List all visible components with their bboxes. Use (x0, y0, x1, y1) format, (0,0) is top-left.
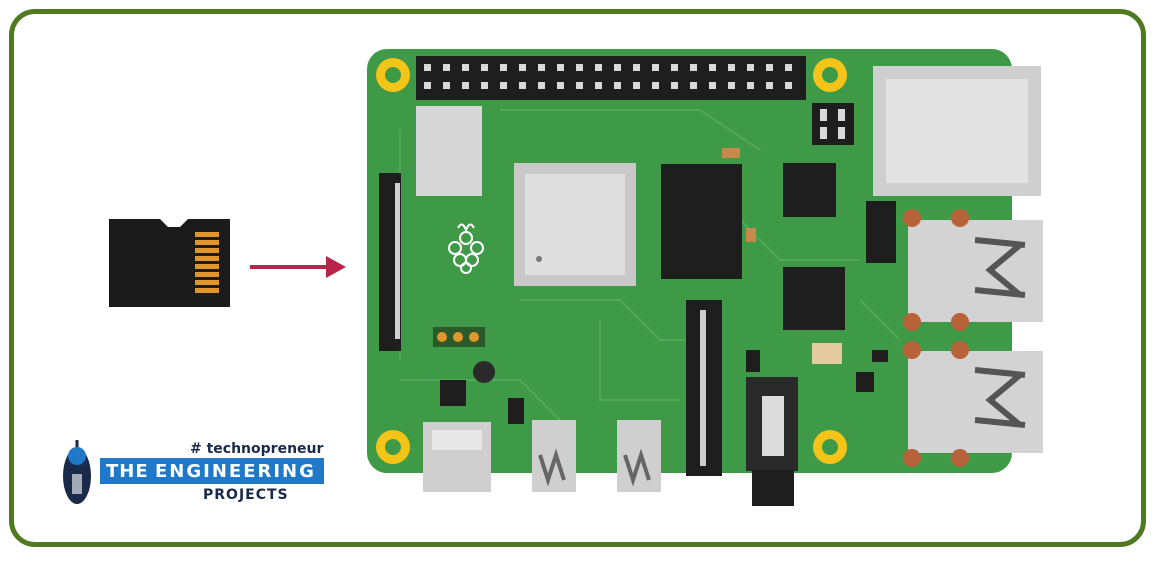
logo-word-engineering: ENGINEERING (147, 458, 324, 484)
gpio-pin (690, 64, 697, 71)
gpio-pin (766, 82, 773, 89)
raspberry-pi-board-icon (367, 49, 1043, 506)
usb-c-power-port (423, 422, 491, 492)
gpio-pin (728, 64, 735, 71)
gpio-pin (709, 64, 716, 71)
gpio-pin (614, 64, 621, 71)
poe-header (812, 103, 854, 145)
usb-port-top (908, 220, 1043, 322)
gpio-pin (500, 64, 507, 71)
gpio-pin (747, 64, 754, 71)
arrow-right-icon (250, 256, 346, 278)
gpio-pin (595, 64, 602, 71)
gpio-pin (671, 82, 678, 89)
gpio-pin (519, 82, 526, 89)
gpio-pin (595, 82, 602, 89)
gpio-pin (690, 82, 697, 89)
micro-hdmi-port-1 (617, 420, 661, 492)
gpio-pin (785, 64, 792, 71)
gpio-pin (462, 64, 469, 71)
ethernet-controller-chip (783, 267, 845, 330)
gpio-pin (766, 64, 773, 71)
gpio-pin (538, 82, 545, 89)
gpio-pin (785, 82, 792, 89)
gpio-pin (424, 82, 431, 89)
gpio-pin (424, 64, 431, 71)
soc-chip (514, 163, 636, 286)
gpio-pin (538, 64, 545, 71)
robot-mascot-icon (63, 440, 91, 504)
gpio-pin (462, 82, 469, 89)
gpio-pin (557, 64, 564, 71)
raspberry-logo-icon (448, 223, 484, 274)
gpio-pin (443, 82, 450, 89)
gpio-pin (519, 64, 526, 71)
microsd-card-icon (109, 219, 230, 307)
gpio-pin (671, 64, 678, 71)
gpio-pin (576, 82, 583, 89)
gpio-pin (728, 82, 735, 89)
gpio-pin (633, 82, 640, 89)
gpio-pin (443, 64, 450, 71)
logo-word-projects: PROJECTS (203, 487, 289, 503)
gpio-pin (633, 64, 640, 71)
wireless-module (416, 106, 482, 196)
gpio-pin (481, 82, 488, 89)
usb-controller-chip (783, 163, 836, 217)
gpio-pin (652, 82, 659, 89)
gpio-header (416, 56, 806, 100)
gpio-pin (557, 82, 564, 89)
gpio-pin (747, 82, 754, 89)
logo-tagline: # technopreneur (190, 441, 324, 457)
gpio-pin (481, 64, 488, 71)
gpio-pin (652, 64, 659, 71)
logo-word-the: THE (100, 458, 155, 484)
mounting-holes (376, 58, 847, 464)
usb-port-bottom (908, 351, 1043, 453)
micro-hdmi-port-0 (532, 420, 576, 492)
gpio-pin (576, 64, 583, 71)
gpio-pin (709, 82, 716, 89)
gpio-pin (614, 82, 621, 89)
ram-chip (661, 164, 742, 279)
gpio-pin (500, 82, 507, 89)
